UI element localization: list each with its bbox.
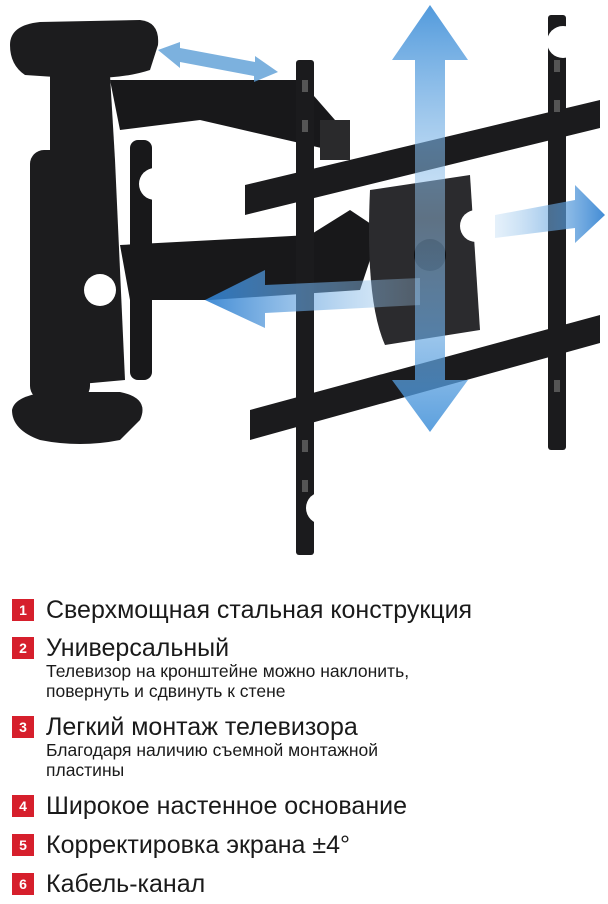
- marker-6: 6: [180, 344, 212, 376]
- feature-title: Сверхмощная стальная конструкция: [46, 596, 473, 624]
- marker-4: 4: [84, 274, 116, 306]
- marker-1: 1: [139, 168, 171, 200]
- tv-mount-illustration: 1 2 3 4 5 6: [10, 5, 605, 555]
- number-badge: 1: [12, 599, 34, 621]
- number-badge: 6: [12, 873, 34, 895]
- number-badge: 4: [12, 795, 34, 817]
- feature-title: Легкий монтаж телевизора: [46, 713, 358, 741]
- feature-title: Корректировка экрана ±4°: [46, 831, 351, 859]
- number-badge: 5: [12, 834, 34, 856]
- feature-title: Кабель-канал: [46, 870, 206, 898]
- feature-title: Универсальный: [46, 634, 230, 662]
- rail-slots: [302, 60, 560, 492]
- wall-plate: [10, 20, 159, 444]
- number-badge: 2: [12, 637, 34, 659]
- feature-title: Широкое настенное основание: [46, 792, 407, 820]
- marker-5: 5: [306, 492, 338, 524]
- adjustment-arrows: [158, 5, 605, 432]
- svg-text:2: 2: [558, 33, 567, 52]
- svg-text:6: 6: [191, 351, 200, 370]
- feature-description: Телевизор на кронштейне можно наклонить,…: [46, 661, 410, 701]
- marker-3: 3: [460, 210, 492, 242]
- marker-2: 2: [547, 26, 579, 58]
- svg-text:1: 1: [150, 175, 159, 194]
- number-badge: 3: [12, 716, 34, 738]
- svg-text:3: 3: [471, 217, 480, 236]
- swing-arms: [110, 80, 380, 380]
- svg-text:5: 5: [317, 499, 326, 518]
- svg-text:4: 4: [95, 281, 105, 300]
